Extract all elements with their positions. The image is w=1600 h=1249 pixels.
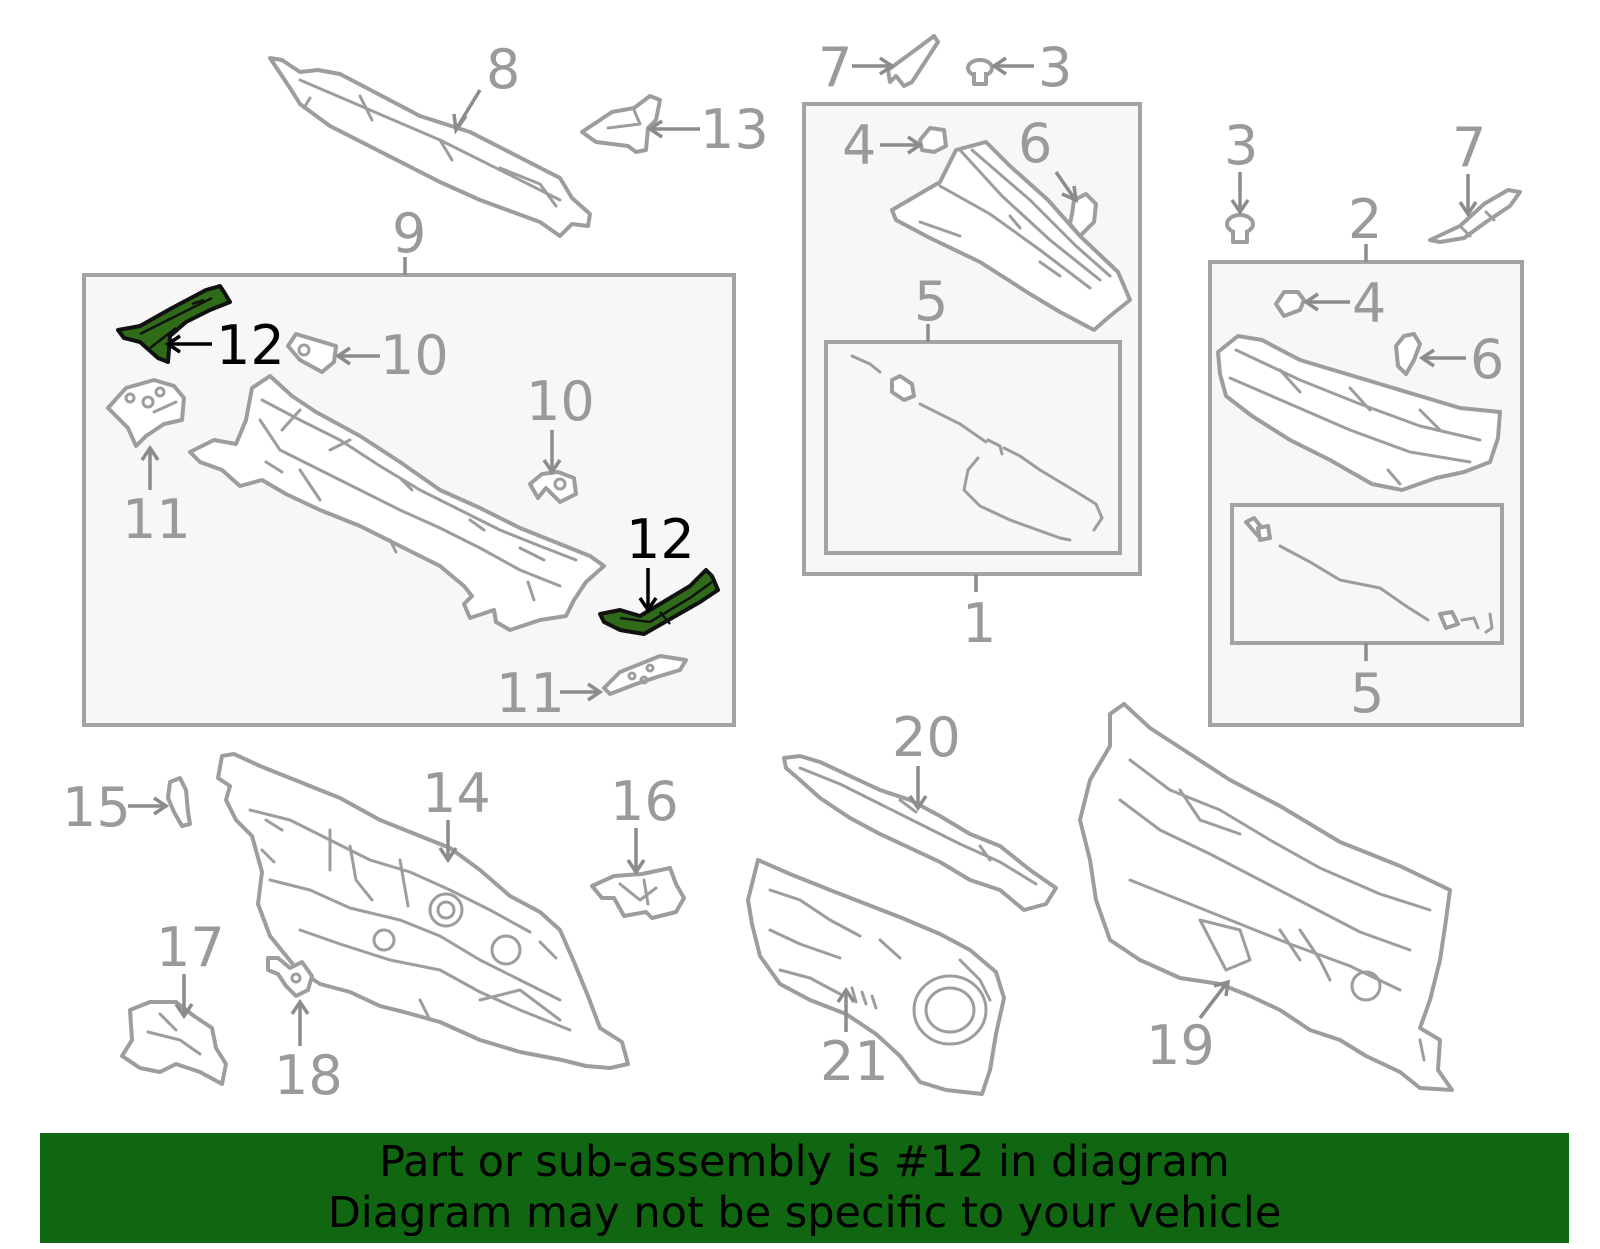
part-10b-bracket (528, 470, 578, 504)
callout-15: 15 (62, 776, 131, 839)
callout-labels: 8 13 7 3 4 6 5 1 3 7 2 4 6 5 9 12 10 10 … (62, 36, 1504, 1107)
part-6a-clip (1068, 192, 1098, 238)
part-18-clip (266, 956, 314, 998)
part-1-cowl-top-grille (890, 140, 1132, 332)
part-8-cowl-top-panel (268, 56, 592, 238)
callout-12a: 12 (216, 314, 285, 377)
part-2-cowl-top-grille (1216, 334, 1502, 492)
part-12a-highlighted (116, 284, 232, 364)
callout-13: 13 (700, 98, 769, 161)
callout-8: 8 (486, 38, 520, 101)
part-5b-washer-hose (1244, 516, 1494, 634)
sub-assembly-box-5a (824, 340, 1122, 555)
part-11b-bracket (602, 654, 688, 696)
part-11a-bracket (106, 378, 186, 448)
part-10a-bracket (286, 332, 338, 374)
callout-6b: 6 (1470, 328, 1504, 391)
callout-17: 17 (156, 916, 225, 979)
callout-12b: 12 (626, 508, 695, 571)
part-3b-fastener (1225, 213, 1255, 244)
part-21-insulator (746, 858, 1006, 1096)
callout-19: 19 (1146, 1014, 1215, 1077)
callout-6a: 6 (1018, 112, 1052, 175)
sub-assembly-box-5b (1230, 503, 1504, 645)
callout-3a: 3 (1038, 36, 1072, 99)
callout-18: 18 (274, 1044, 343, 1107)
callout-2: 2 (1348, 188, 1382, 251)
callout-11a: 11 (122, 488, 191, 551)
callout-7b: 7 (1452, 116, 1486, 179)
leader-lines (128, 56, 1478, 1046)
callout-1: 1 (962, 592, 996, 655)
callout-10a: 10 (380, 324, 449, 387)
part-9-cowl-panel (188, 374, 606, 632)
part-4a-clip (918, 126, 948, 154)
callout-5a: 5 (914, 270, 948, 333)
part-7a-clip (886, 34, 940, 88)
callout-7a: 7 (818, 36, 852, 99)
callout-16: 16 (610, 770, 679, 833)
banner-line-1: Part or sub-assembly is #12 in diagram (379, 1137, 1230, 1187)
callout-11b: 11 (496, 662, 565, 725)
part-17-bracket (120, 1000, 228, 1086)
part-4b-clip (1274, 290, 1306, 318)
part-12b-highlighted (598, 568, 720, 636)
callout-21: 21 (820, 1030, 889, 1093)
part-19-dash-panel (1078, 702, 1454, 1092)
part-20-reinforcement (782, 754, 1058, 912)
part-3a-fastener (966, 58, 994, 86)
callout-9: 9 (392, 202, 426, 265)
callout-4b: 4 (1352, 272, 1386, 335)
part-info-banner: Part or sub-assembly is #12 in diagram D… (40, 1133, 1569, 1243)
callout-4a: 4 (842, 114, 876, 177)
part-15-clip (166, 776, 192, 828)
callout-20: 20 (892, 706, 961, 769)
part-13-bracket (580, 94, 662, 154)
part-5a-washer-hose (850, 354, 1104, 542)
part-16-bracket (590, 866, 686, 920)
part-6b-clip (1394, 332, 1422, 376)
part-7b-clip (1428, 188, 1522, 244)
part-14-dash-panel (216, 752, 630, 1070)
callout-5b: 5 (1350, 662, 1384, 725)
banner-line-2: Diagram may not be specific to your vehi… (327, 1188, 1282, 1238)
callout-10b: 10 (526, 370, 595, 433)
callout-3b: 3 (1224, 114, 1258, 177)
callout-14: 14 (422, 762, 491, 825)
